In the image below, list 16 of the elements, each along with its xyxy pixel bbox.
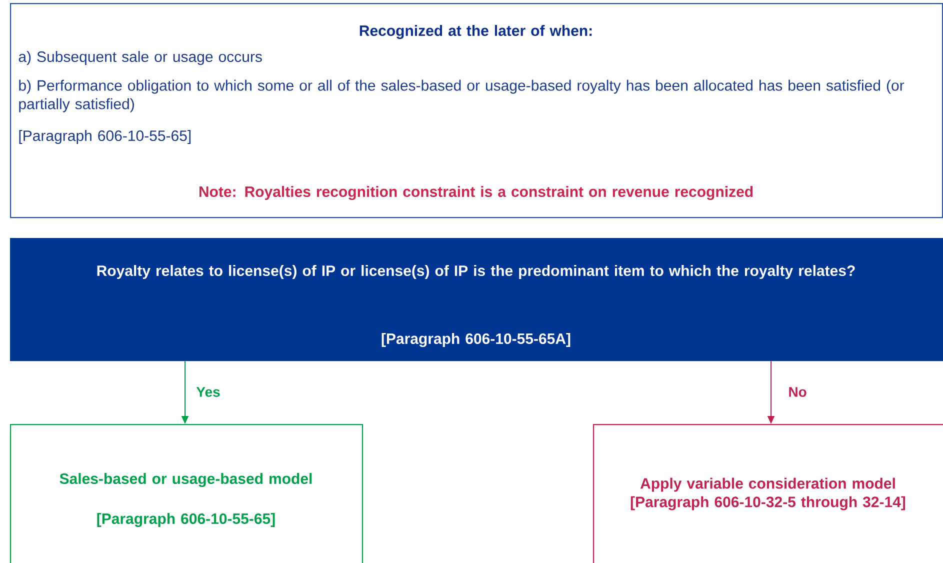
outcome-text: Sales-based or usage-based model: [60, 472, 312, 488]
outcome-box: [593, 424, 943, 563]
note-box: [10, 3, 943, 218]
question-text: Royalty relates to license(s) of IP or license(s) of IP is the predominant item to which the royalty relates?: [97, 265, 855, 279]
reference-text: [Paragraph 606-10-55-65]: [19, 130, 191, 144]
heading: Recognized at the later of when:: [360, 24, 592, 40]
question-box: [10, 238, 943, 362]
list-item: b) Performance obligation to which some or all of the sales-based or usage-based royalty has been allocated has been satisfied (or partially satisfied): [19, 80, 904, 112]
edge-label: Yes: [195, 386, 222, 398]
outcome-text: Apply variable consideration model [Paragraph 606-10-32-5 through 32-14]: [630, 478, 906, 510]
reference-text: [Paragraph 606-10-55-65]: [97, 512, 275, 528]
outcome-box: [10, 424, 364, 563]
reference-text: [Paragraph 606-10-55-65A]: [382, 332, 570, 348]
edge-label: No: [787, 386, 808, 398]
list-item: a) Subsequent sale or usage occurs: [18, 51, 262, 65]
note-text: Note: Royalties recognition constraint is a constraint on revenue recognized: [199, 186, 753, 200]
